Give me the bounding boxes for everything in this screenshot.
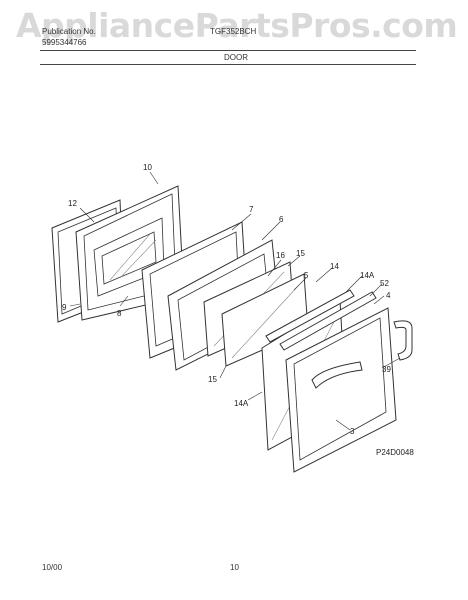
callout-7: 7 [249, 205, 254, 214]
callout-39: 39 [382, 365, 391, 374]
callout-8: 8 [117, 309, 122, 318]
door-handle [393, 320, 413, 361]
callout-52: 52 [380, 279, 389, 288]
callout-3: 3 [350, 427, 355, 436]
callout-14: 14 [330, 262, 339, 271]
callout-15-bottom: 15 [208, 375, 217, 384]
publication-number: 5995344766 [42, 38, 87, 47]
footer-date: 10/00 [42, 563, 63, 572]
callout-5: 5 [304, 271, 309, 280]
model-number: TGF352BCH [210, 27, 257, 36]
callout-4: 4 [386, 291, 391, 300]
callout-14a-top: 14A [360, 271, 375, 280]
footer-page-number: 10 [230, 563, 239, 572]
callout-16: 16 [276, 251, 285, 260]
callout-10: 10 [143, 163, 152, 172]
publication-label: Publication No. [42, 27, 96, 36]
header-rule-bottom [40, 64, 416, 65]
drawing-code: P24D0048 [376, 448, 414, 457]
callout-6: 6 [279, 215, 284, 224]
trim-strips [265, 289, 377, 351]
section-title: DOOR [224, 53, 248, 62]
callout-9: 9 [62, 303, 67, 312]
outer-door-panel [285, 307, 397, 473]
header-rule-top [40, 50, 416, 51]
callout-15: 15 [296, 249, 305, 258]
callout-12: 12 [68, 199, 77, 208]
inner-glass-panes [203, 261, 309, 367]
watermark-logo: AppliancePartsPros.com [16, 6, 458, 45]
callout-14a-bottom: 14A [234, 399, 249, 408]
